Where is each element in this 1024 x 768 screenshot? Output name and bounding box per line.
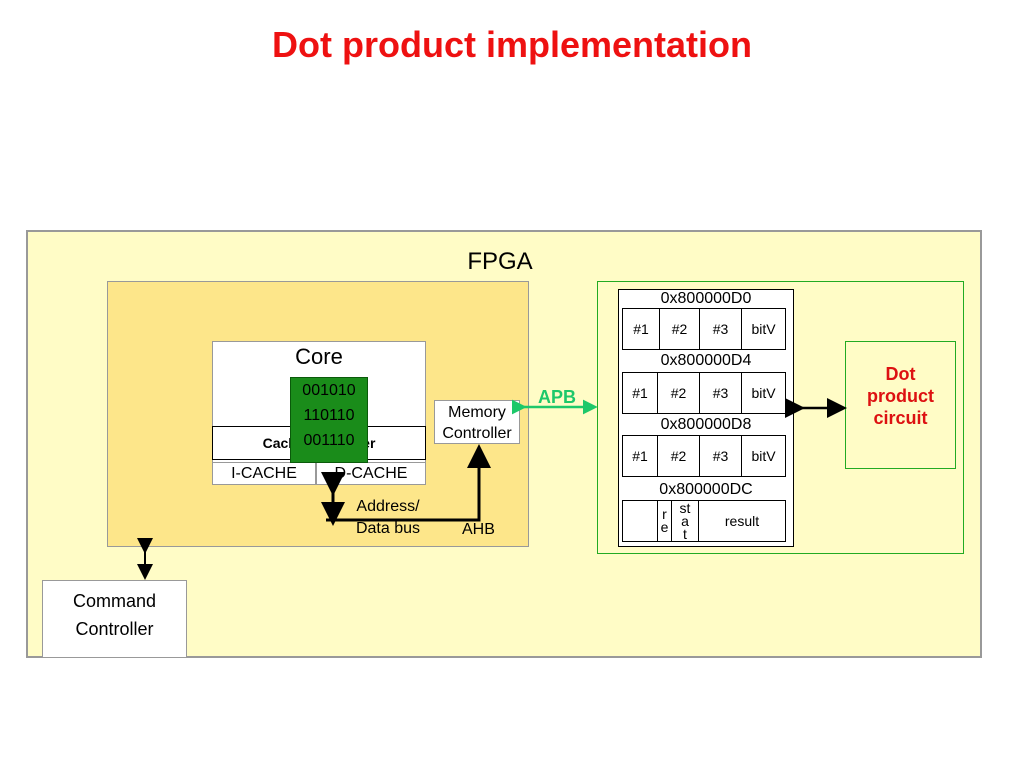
binary-code-block [290,377,368,463]
dot-product-line-3: circuit [873,408,928,428]
page-title: Dot product implementation [272,24,752,65]
register-row-d0: #1 #2 #3 bitV [622,308,786,350]
register-cell-char: e [660,519,669,535]
register-address-d4: 0x800000D4 [660,352,752,369]
register-cell-char: r [662,506,667,522]
register-cell-char: st [679,499,691,516]
command-controller-line-2: Controller [75,619,154,639]
register-cell: #3 [700,436,742,476]
command-controller-block: Command Controller [42,580,187,658]
register-cell: #3 [700,309,742,349]
register-region [597,281,964,554]
register-cell-empty [623,501,658,541]
icache-block: I-CACHE [212,462,316,485]
register-cell: #2 [658,373,700,413]
register-cell: #1 [623,373,658,413]
address-bus-line-1: Address/ [356,498,420,515]
register-address-d0: 0x800000D0 [660,290,752,307]
register-address-dc: 0x800000DC [659,481,753,498]
register-cell: #1 [623,309,660,349]
dot-product-circuit-label: Dot product circuit [845,363,956,429]
register-cell: bitV [751,385,776,401]
register-cell-char: t [683,525,687,542]
ahb-label: AHB [462,521,495,538]
register-row-d4: #1 #2 #3 bitV [622,372,786,414]
dot-product-line-2: product [867,386,934,406]
register-cell: #3 [700,373,742,413]
address-data-bus-label: Address/ Data bus [338,496,438,540]
register-cell: #2 [658,436,700,476]
dot-product-circuit-block [845,341,956,469]
register-address-d8: 0x800000D8 [660,416,752,433]
register-row-d8: #1 #2 #3 bitV [622,435,786,477]
memory-controller-line-1: Memory [448,404,506,421]
register-cell: #1 [623,436,658,476]
register-row-dc: r e st a t result [622,500,786,542]
register-cell-re: r e [658,501,672,541]
register-cell: #2 [660,309,700,349]
register-cell-result: result [724,513,760,529]
address-bus-line-2: Data bus [355,520,421,537]
dot-product-line-1: Dot [885,364,916,384]
core-label: Core [295,344,343,369]
fpga-label: FPGA [467,248,533,275]
memory-controller-block: Memory Controller [434,400,520,444]
memory-controller-line-2: Controller [442,425,512,442]
register-cell-char: a [681,512,689,529]
ahb-bus-line [326,444,491,522]
register-cell: bitV [751,448,776,464]
register-cell-stat: st a t [672,501,699,541]
register-cell: bitV [751,321,776,337]
binary-line-1: 001010 [302,382,356,399]
command-controller-line-1: Command [72,591,157,611]
binary-line-3: 001110 [303,432,355,449]
binary-line-2: 110110 [303,407,355,424]
